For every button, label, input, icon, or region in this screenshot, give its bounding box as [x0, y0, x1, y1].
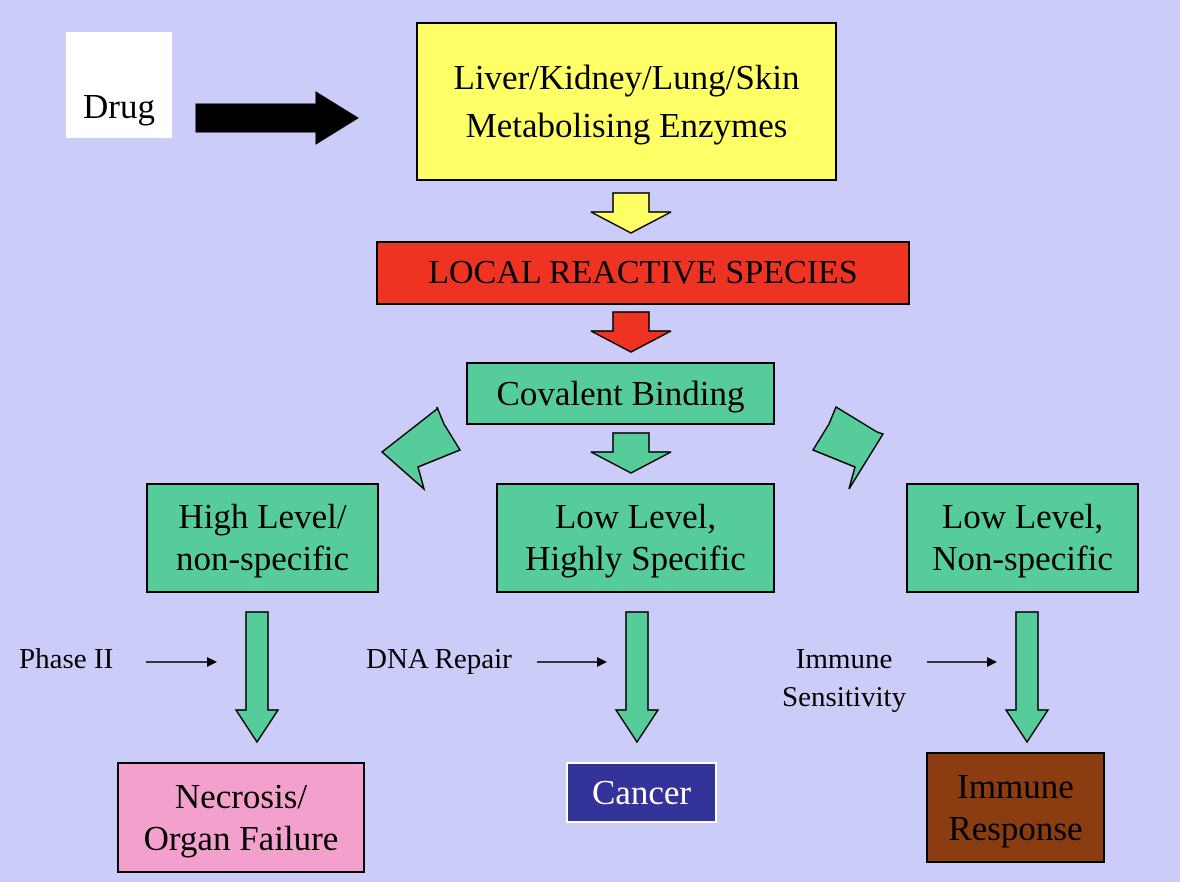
- binding-to-lowspecific-arrow: [590, 432, 672, 474]
- metabolising-enzymes-box: Liver/Kidney/Lung/Skin Metabolising Enzy…: [416, 22, 837, 181]
- immune-sensitivity-label: Immune Sensitivity: [782, 641, 906, 716]
- low-level-specific-box: Low Level, Highly Specific: [496, 483, 775, 593]
- lowspecific-to-cancer-arrow: [614, 611, 660, 744]
- low-specific-line2: Highly Specific: [525, 539, 746, 578]
- drug-box: Drug: [66, 32, 172, 138]
- phase-ii-label: Phase II: [19, 643, 114, 675]
- necrosis-line1: Necrosis/: [174, 776, 308, 816]
- covalent-binding-box: Covalent Binding: [466, 362, 775, 425]
- high-level-box: High Level/ non-specific: [146, 483, 379, 593]
- immune-response-box: Immune Response: [926, 752, 1105, 863]
- immune-sensitivity-line1: Immune: [795, 643, 893, 675]
- necrosis-line2: Organ Failure: [143, 818, 339, 858]
- binding-to-highlevel-arrow: [380, 406, 462, 492]
- lownonspecific-to-immune-arrow: [1004, 611, 1050, 744]
- reactive-species-label: LOCAL REACTIVE SPECIES: [428, 253, 858, 291]
- immune-sensitivity-arrow: [927, 657, 997, 667]
- enzymes-to-reactive-arrow: [590, 192, 672, 234]
- low-specific-line1: Low Level,: [554, 497, 717, 536]
- necrosis-box: Necrosis/ Organ Failure: [117, 762, 365, 873]
- enzymes-line2: Metabolising Enzymes: [465, 105, 788, 145]
- reactive-to-binding-arrow: [590, 311, 672, 353]
- low-nonspecific-line1: Low Level,: [941, 497, 1104, 536]
- binding-to-lownonspecific-arrow: [811, 405, 885, 490]
- enzymes-line1: Liver/Kidney/Lung/Skin: [453, 58, 800, 98]
- highlevel-to-necrosis-arrow: [234, 611, 280, 744]
- dna-repair-label: DNA Repair: [366, 643, 512, 675]
- drug-label: Drug: [83, 87, 155, 126]
- immune-sensitivity-line2: Sensitivity: [782, 680, 907, 713]
- drug-to-enzymes-arrow: [195, 91, 359, 145]
- dna-repair-arrow: [537, 657, 607, 667]
- high-level-line1: High Level/: [178, 497, 347, 536]
- high-level-line2: non-specific: [176, 539, 349, 578]
- immune-line1: Immune: [957, 766, 1074, 806]
- cancer-box: Cancer: [566, 762, 717, 823]
- low-nonspecific-line2: Non-specific: [932, 539, 1113, 578]
- covalent-binding-label: Covalent Binding: [496, 373, 745, 413]
- immune-line2: Response: [948, 808, 1083, 848]
- phase-ii-arrow: [146, 657, 217, 667]
- cancer-label: Cancer: [591, 772, 692, 812]
- reactive-species-box: LOCAL REACTIVE SPECIES: [376, 241, 910, 305]
- low-level-nonspecific-box: Low Level, Non-specific: [906, 483, 1139, 593]
